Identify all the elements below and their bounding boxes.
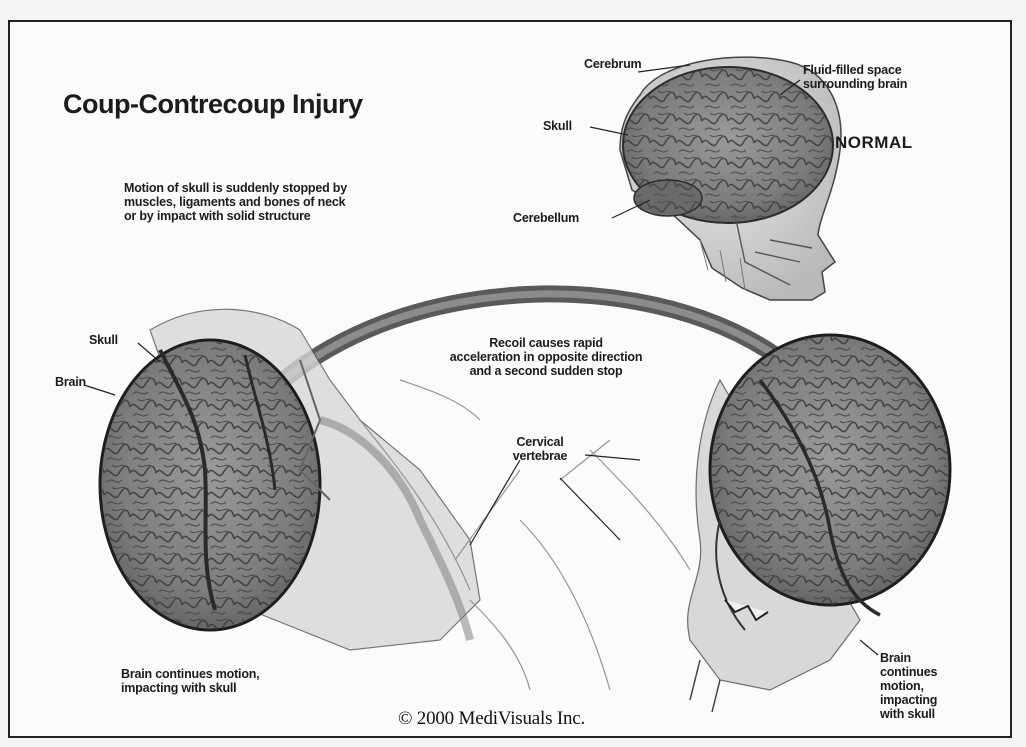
fluid-space-line-2: surrounding brain <box>803 77 907 91</box>
fluid-space-label: Fluid-filled space surrounding brain <box>803 63 907 91</box>
right-caption-leader <box>860 640 878 655</box>
left-head-caption: Brain continues motion, impacting with s… <box>121 667 259 695</box>
recoil-note-line-1: Recoil causes rapid <box>418 336 674 350</box>
normal-skull-label: Skull <box>543 119 572 133</box>
cervical-vertebrae-label: Cervical vertebrae <box>500 435 580 463</box>
left-caption-line-2: impacting with skull <box>121 681 259 695</box>
left-brain-label: Brain <box>55 375 86 389</box>
cervical-line-2: vertebrae <box>500 449 580 463</box>
cervical-line-1: Cervical <box>500 435 580 449</box>
motion-note-line-3: or by impact with solid structure <box>124 209 347 223</box>
right-caption-line-1: Brain <box>880 651 937 665</box>
diagram-title: Coup-Contrecoup Injury <box>63 89 362 119</box>
cervical-leaders <box>470 455 640 545</box>
right-caption-line-4: impacting <box>880 693 937 707</box>
cerebellum-label: Cerebellum <box>513 211 579 225</box>
recoil-note: Recoil causes rapid acceleration in oppo… <box>418 336 674 378</box>
motion-note-line-2: muscles, ligaments and bones of neck <box>124 195 347 209</box>
copyright-notice: © 2000 MediVisuals Inc. <box>398 708 585 729</box>
left-caption-line-1: Brain continues motion, <box>121 667 259 681</box>
right-caption-line-3: motion, <box>880 679 937 693</box>
motion-note: Motion of skull is suddenly stopped by m… <box>124 181 347 223</box>
left-skull-label: Skull <box>89 333 118 347</box>
fluid-space-line-1: Fluid-filled space <box>803 63 907 77</box>
right-head-caption: Brain continues motion, impacting with s… <box>880 651 937 721</box>
recoil-note-line-3: and a second sudden stop <box>418 364 674 378</box>
motion-note-line-1: Motion of skull is suddenly stopped by <box>124 181 347 195</box>
recoil-note-line-2: acceleration in opposite direction <box>418 350 674 364</box>
cerebrum-label: Cerebrum <box>584 57 641 71</box>
right-caption-line-5: with skull <box>880 707 937 721</box>
normal-label: NORMAL <box>835 133 913 152</box>
normal-head-illustration <box>620 57 841 300</box>
right-caption-line-2: continues <box>880 665 937 679</box>
